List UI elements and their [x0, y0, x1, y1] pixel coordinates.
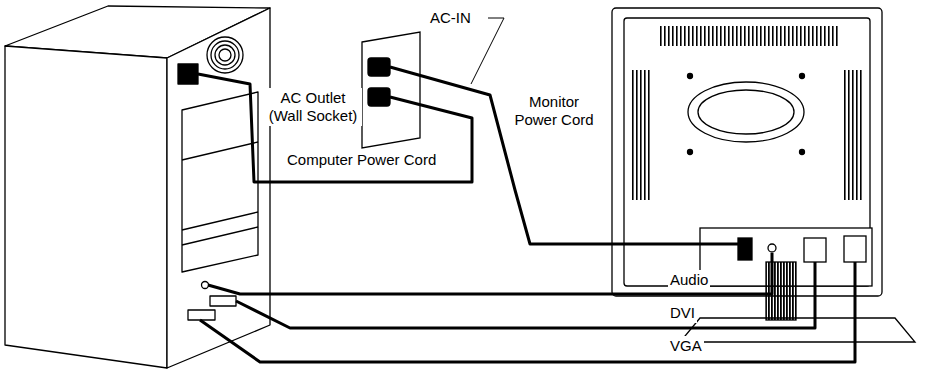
- cable-label: DVI: [668, 303, 697, 323]
- connector-label: AC-IN: [428, 8, 473, 28]
- monitor-power-connector: [738, 238, 752, 260]
- part-label: AC Outlet (Wall Socket): [264, 88, 362, 126]
- fan: [207, 37, 243, 73]
- slot-line: [182, 212, 258, 230]
- fan: [211, 41, 239, 69]
- audio-cable: [208, 253, 772, 294]
- monitor-back: [612, 8, 882, 296]
- oval-badge: [698, 90, 794, 134]
- fan: [219, 49, 231, 61]
- monitor-dvi-port: [804, 238, 826, 262]
- screw: [688, 150, 693, 155]
- slot-line: [182, 227, 258, 245]
- expansion-panel: [182, 92, 258, 272]
- screw: [800, 74, 805, 79]
- oval-badge: [688, 82, 804, 142]
- screw: [688, 74, 693, 79]
- monitor-audio-jack: [768, 244, 776, 252]
- audio-jack: [202, 282, 209, 289]
- cable-label: Computer Power Cord: [285, 150, 438, 170]
- computer-power-cord: [198, 74, 472, 182]
- fan: [215, 45, 235, 65]
- vent: [660, 26, 840, 46]
- monitor-power-cord: [390, 67, 738, 244]
- cable-label: Audio: [668, 270, 710, 290]
- wall-plate: [362, 32, 420, 148]
- dvi-port: [210, 296, 236, 306]
- vent: [842, 70, 864, 200]
- wall-plug: [368, 58, 390, 76]
- wall-plug: [368, 88, 390, 106]
- screw: [800, 150, 805, 155]
- vga-cable: [200, 262, 855, 362]
- leader-line: [471, 18, 504, 84]
- dvi-cable: [236, 262, 815, 328]
- vga-port: [188, 310, 215, 320]
- monitor-vga-port: [844, 236, 866, 262]
- cable-label: Monitor Power Cord: [510, 92, 598, 130]
- vent: [630, 70, 652, 200]
- stand-base: [680, 318, 915, 342]
- tower-side: [5, 46, 167, 368]
- cable-label: VGA: [668, 336, 704, 356]
- slot-line: [182, 142, 258, 160]
- power-socket: [178, 64, 198, 84]
- tower-back: [167, 8, 270, 368]
